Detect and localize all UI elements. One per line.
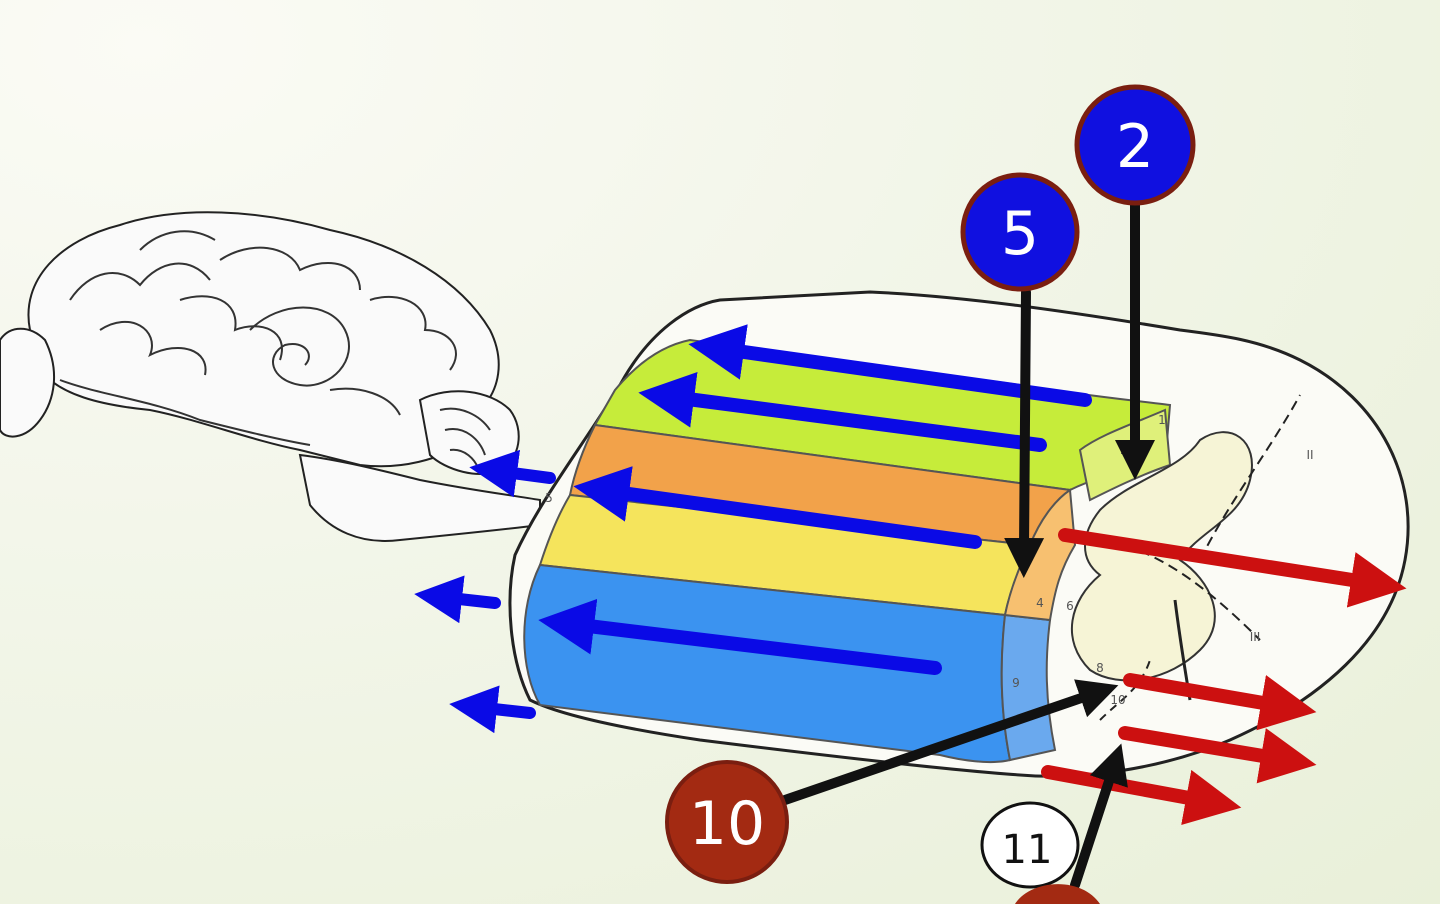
section-label-II: II [1306, 448, 1313, 462]
section-label-5: 5 [545, 491, 553, 505]
partial-red-badge [1015, 884, 1100, 904]
callout-5-label: 5 [1001, 199, 1039, 269]
descending-arrows [414, 324, 1092, 734]
section-label-8: 8 [1096, 661, 1104, 675]
callout-2: 2 [1074, 84, 1196, 206]
section-label-6: 6 [1066, 599, 1074, 613]
blue-arrow-7 [449, 685, 536, 734]
callout-10-label: 10 [689, 789, 765, 859]
section-label-2: 2 [1120, 443, 1128, 457]
callout-11: 11 [980, 801, 1100, 904]
callout-2-label: 2 [1116, 112, 1154, 182]
section-label-9: 9 [1012, 676, 1020, 690]
pointer-lines [780, 200, 1155, 890]
red-arrow-2 [1123, 673, 1317, 731]
pointer-10 [780, 679, 1119, 805]
callout-5-badge [960, 172, 1080, 292]
callout-10-badge [665, 760, 789, 884]
callout-5: 5 [960, 172, 1080, 292]
section-label-1: 1 [1158, 413, 1166, 427]
blue-arrow-4 [538, 598, 942, 675]
callout-11-label: 11 [1002, 827, 1053, 873]
tract-blue-cap [1000, 613, 1057, 762]
callout-11-badge [980, 801, 1080, 889]
blue-arrow-2 [638, 372, 1047, 452]
section-label-III: III [1250, 630, 1261, 644]
red-arrow-4 [1041, 765, 1242, 826]
blue-arrow-6 [414, 575, 501, 624]
red-arrow-3 [1118, 726, 1317, 784]
section-label-10: 10 [1110, 693, 1125, 707]
callout-2-badge [1074, 84, 1196, 206]
red-arrow-1 [1058, 528, 1407, 608]
blue-arrow-3 [573, 466, 982, 549]
blue-arrow-5 [469, 449, 556, 498]
brain-illustration [0, 211, 541, 542]
pointer-5 [1004, 287, 1045, 578]
section-label-4: 4 [1036, 596, 1044, 610]
pointer-11 [1070, 743, 1128, 890]
callout-10: 10 [665, 760, 789, 884]
